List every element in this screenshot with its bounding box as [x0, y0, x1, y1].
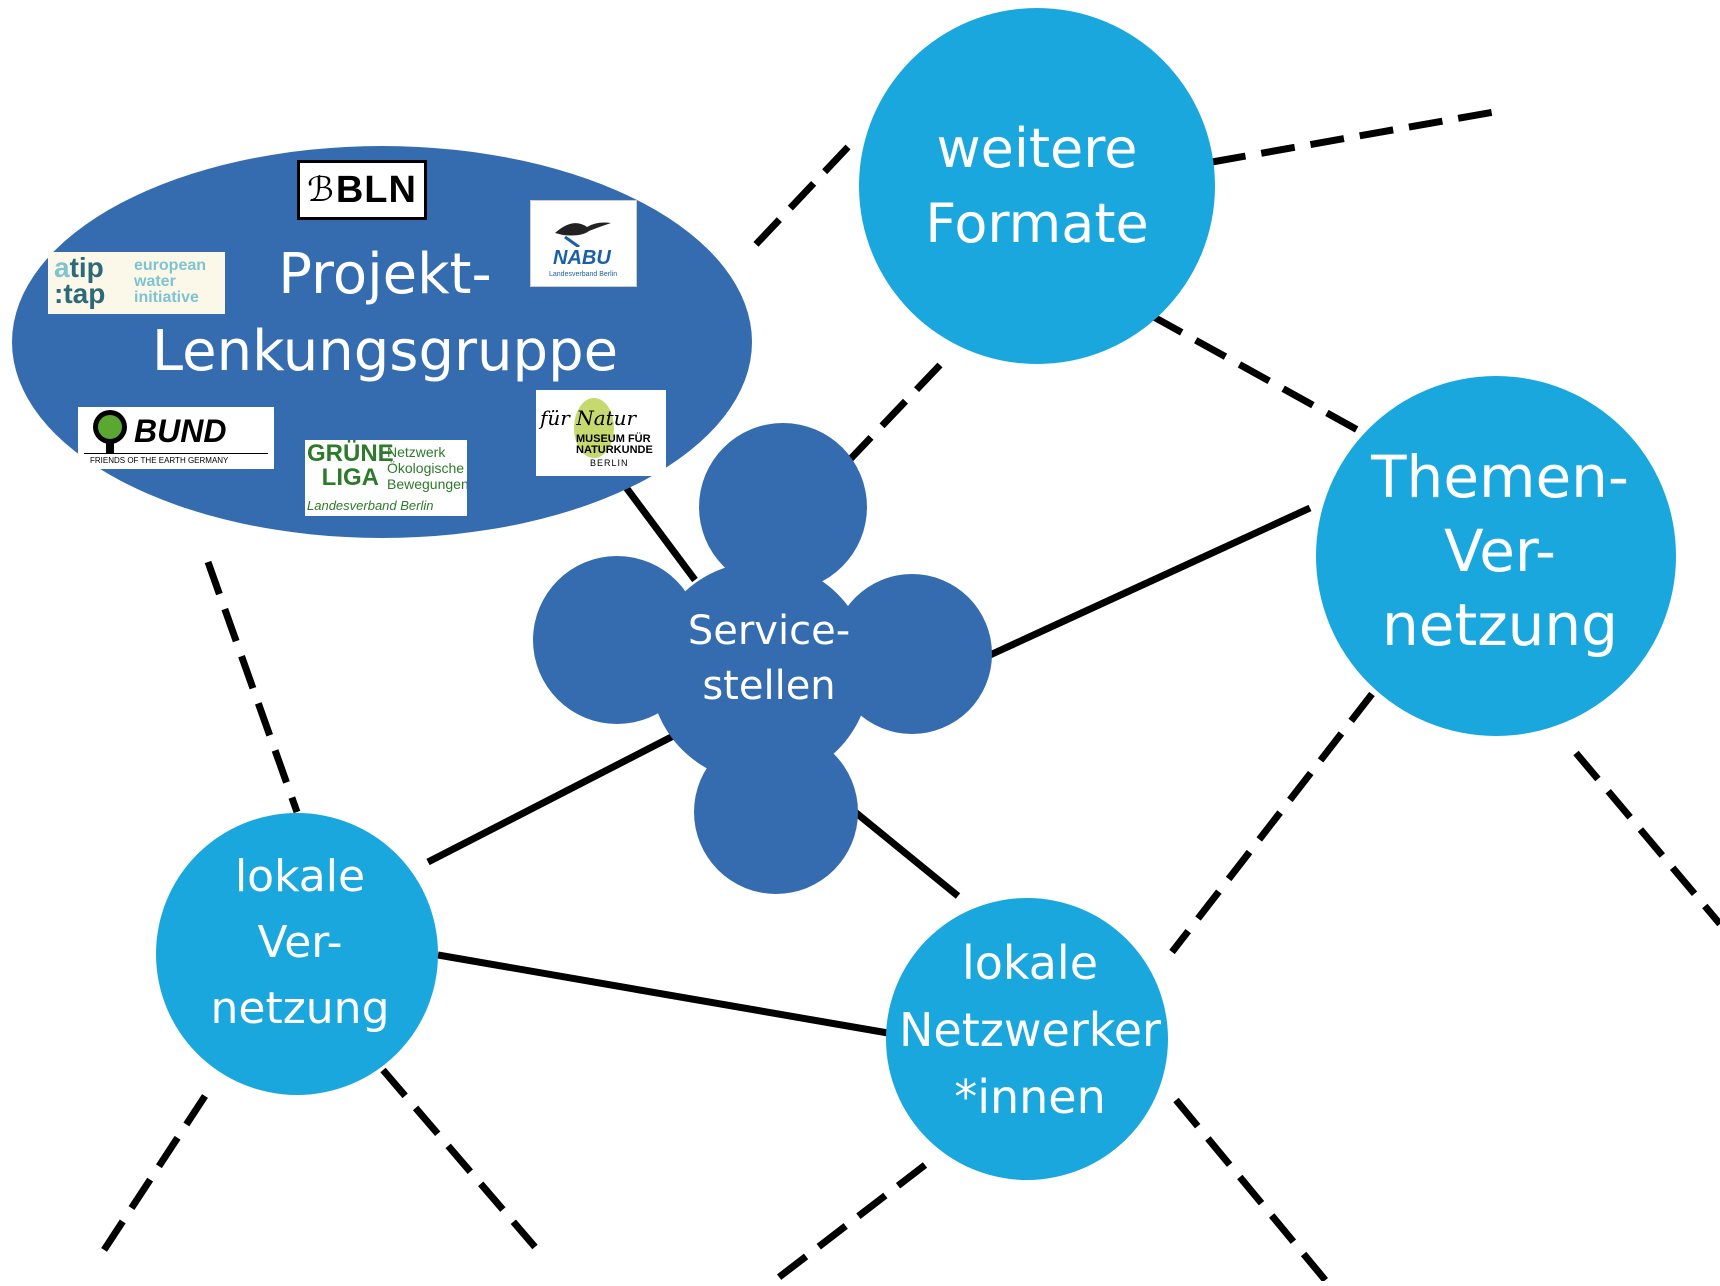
stork-icon	[555, 222, 611, 247]
service-points-node	[533, 423, 992, 894]
service-lobe-top	[699, 423, 867, 591]
service-lobe-bottom	[694, 730, 858, 894]
local-networking-label: lokale Ver- netzung	[210, 851, 390, 1034]
edge-steering-service	[619, 479, 698, 583]
edge-service-local-networkers	[852, 809, 961, 899]
leaf-icon	[574, 398, 614, 458]
edge-formats-outside-left	[742, 144, 851, 259]
service-lobe-left	[533, 556, 701, 724]
bln-logo-text: BLN	[335, 168, 417, 211]
edge-networkers-outside-left	[775, 1162, 928, 1281]
gruene-liga-logo: GRÜNE LIGA Netzwerk Ökologische Bewegung…	[305, 440, 467, 516]
edge-networkers-outside-right	[1173, 1097, 1329, 1284]
edge-formats-thematic	[1150, 312, 1374, 442]
dashed-connections	[101, 108, 1720, 1284]
tiptap-mark-a: a	[54, 252, 70, 283]
edge-thematic-local-networkers	[1169, 691, 1375, 955]
edge-local-networking-networkers	[437, 951, 889, 1037]
tiptap-mark-tap: :tap	[54, 278, 106, 309]
service-core	[650, 562, 870, 782]
museum-naturkunde-logo: für Natur MUSEUM FÜR NATURKUNDE BERLIN	[536, 390, 666, 476]
thematic-networking-label: Themen- Ver- netzung	[1371, 443, 1629, 660]
nabu-logo: NABU Landesverband Berlin	[530, 200, 637, 287]
edge-local-networking-outside-left	[101, 1094, 208, 1252]
bund-logo-divider	[84, 453, 268, 454]
nabu-logo-subtitle: Landesverband Berlin	[549, 271, 618, 278]
nabu-logo-text: NABU	[553, 247, 611, 269]
bln-logo: ℬ BLN	[297, 160, 427, 220]
edge-formats-service	[835, 362, 943, 475]
further-formats-node	[859, 8, 1215, 364]
edge-service-local-networking	[426, 726, 687, 866]
gruene-liga-logo-text: Netzwerk Ökologische Bewegungen	[387, 444, 467, 492]
service-lobe-right	[832, 574, 992, 734]
edge-thematic-outside	[1573, 750, 1720, 927]
butterfly-icon: ℬ	[307, 171, 334, 209]
edge-local-networking-outside-right	[380, 1067, 538, 1250]
bund-logo-subtitle: FRIENDS OF THE EARTH GERMANY	[90, 456, 229, 465]
edge-service-thematic	[988, 504, 1312, 659]
edge-steering-local-networking	[204, 560, 301, 814]
museum-logo-city: BERLIN	[590, 458, 629, 468]
museum-logo-name: MUSEUM FÜR NATURKUNDE	[576, 433, 653, 456]
tiptap-logo-text: european water initiative	[134, 257, 207, 306]
edge-formats-outside-right	[1211, 108, 1495, 166]
tiptap-logo: atip :tap european water initiative	[48, 252, 225, 314]
museum-logo-script: für Natur	[540, 406, 637, 430]
service-points-label: Service- stellen	[687, 608, 851, 710]
thematic-networking-node	[1316, 376, 1676, 736]
gruene-liga-logo-mark: GRÜNE LIGA	[307, 440, 394, 491]
tiptap-mark: atip	[54, 254, 104, 282]
solid-connections	[426, 479, 1312, 1037]
gruene-liga-logo-subtitle: Landesverband Berlin	[307, 498, 434, 513]
further-formats-label: weitere Formate	[925, 117, 1149, 255]
local-networking-node	[156, 813, 438, 1095]
steering-group-label: Projekt- Lenkungsgruppe	[151, 242, 619, 385]
bund-logo-text: BUND	[134, 413, 227, 449]
local-networkers-label: lokale Netzwerker *innen	[899, 936, 1161, 1125]
bund-tree-icon	[93, 410, 127, 453]
tiptap-mark-tip: tip	[69, 252, 104, 283]
local-networkers-node	[886, 898, 1168, 1180]
bund-logo: BUND FRIENDS OF THE EARTH GERMANY	[78, 407, 274, 469]
